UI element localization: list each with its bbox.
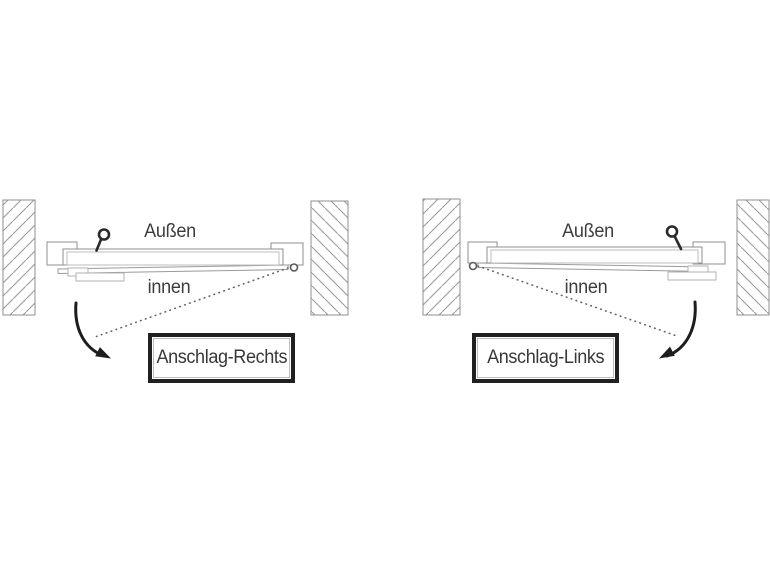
inside-label: innen bbox=[147, 277, 191, 298]
knob-stem bbox=[95, 238, 103, 252]
caption-box-anschlag-rechts: Anschlag-Rechts bbox=[148, 333, 295, 383]
hinge-leader-dotted-line bbox=[94, 267, 289, 338]
caption-label: Anschlag-Links bbox=[486, 347, 605, 368]
wall-right-hatched bbox=[736, 199, 770, 316]
swing-arrowhead-icon bbox=[659, 346, 675, 359]
inside-handle-grip bbox=[75, 272, 125, 282]
caption-label: Anschlag-Rechts bbox=[156, 347, 287, 368]
door-leaf-strip bbox=[57, 264, 289, 275]
inside-handle-grip bbox=[667, 271, 717, 281]
diagram-left-hinged bbox=[422, 198, 770, 359]
swing-arrow bbox=[665, 300, 697, 358]
outside-label: Außen bbox=[562, 221, 614, 242]
hinge-pivot bbox=[289, 263, 299, 272]
wall-left-hatched bbox=[422, 198, 461, 316]
wall-right-hatched bbox=[310, 200, 349, 316]
knob-icon bbox=[665, 225, 679, 238]
inside-label: innen bbox=[564, 277, 608, 298]
door-panel-inner-line bbox=[66, 251, 280, 266]
outside-label: Außen bbox=[144, 221, 196, 242]
door-leaf-strip bbox=[477, 262, 709, 273]
knob-stem bbox=[673, 235, 683, 251]
door-panel bbox=[486, 246, 703, 264]
wall-left-hatched bbox=[2, 199, 36, 316]
knob-icon bbox=[97, 228, 111, 241]
swing-arrowhead-icon bbox=[95, 347, 111, 359]
caption-box-anschlag-links: Anschlag-Links bbox=[472, 333, 619, 383]
hinge-pivot bbox=[468, 261, 478, 271]
door-panel-inner-line bbox=[490, 249, 699, 264]
diagram-right-hinged bbox=[2, 199, 349, 359]
